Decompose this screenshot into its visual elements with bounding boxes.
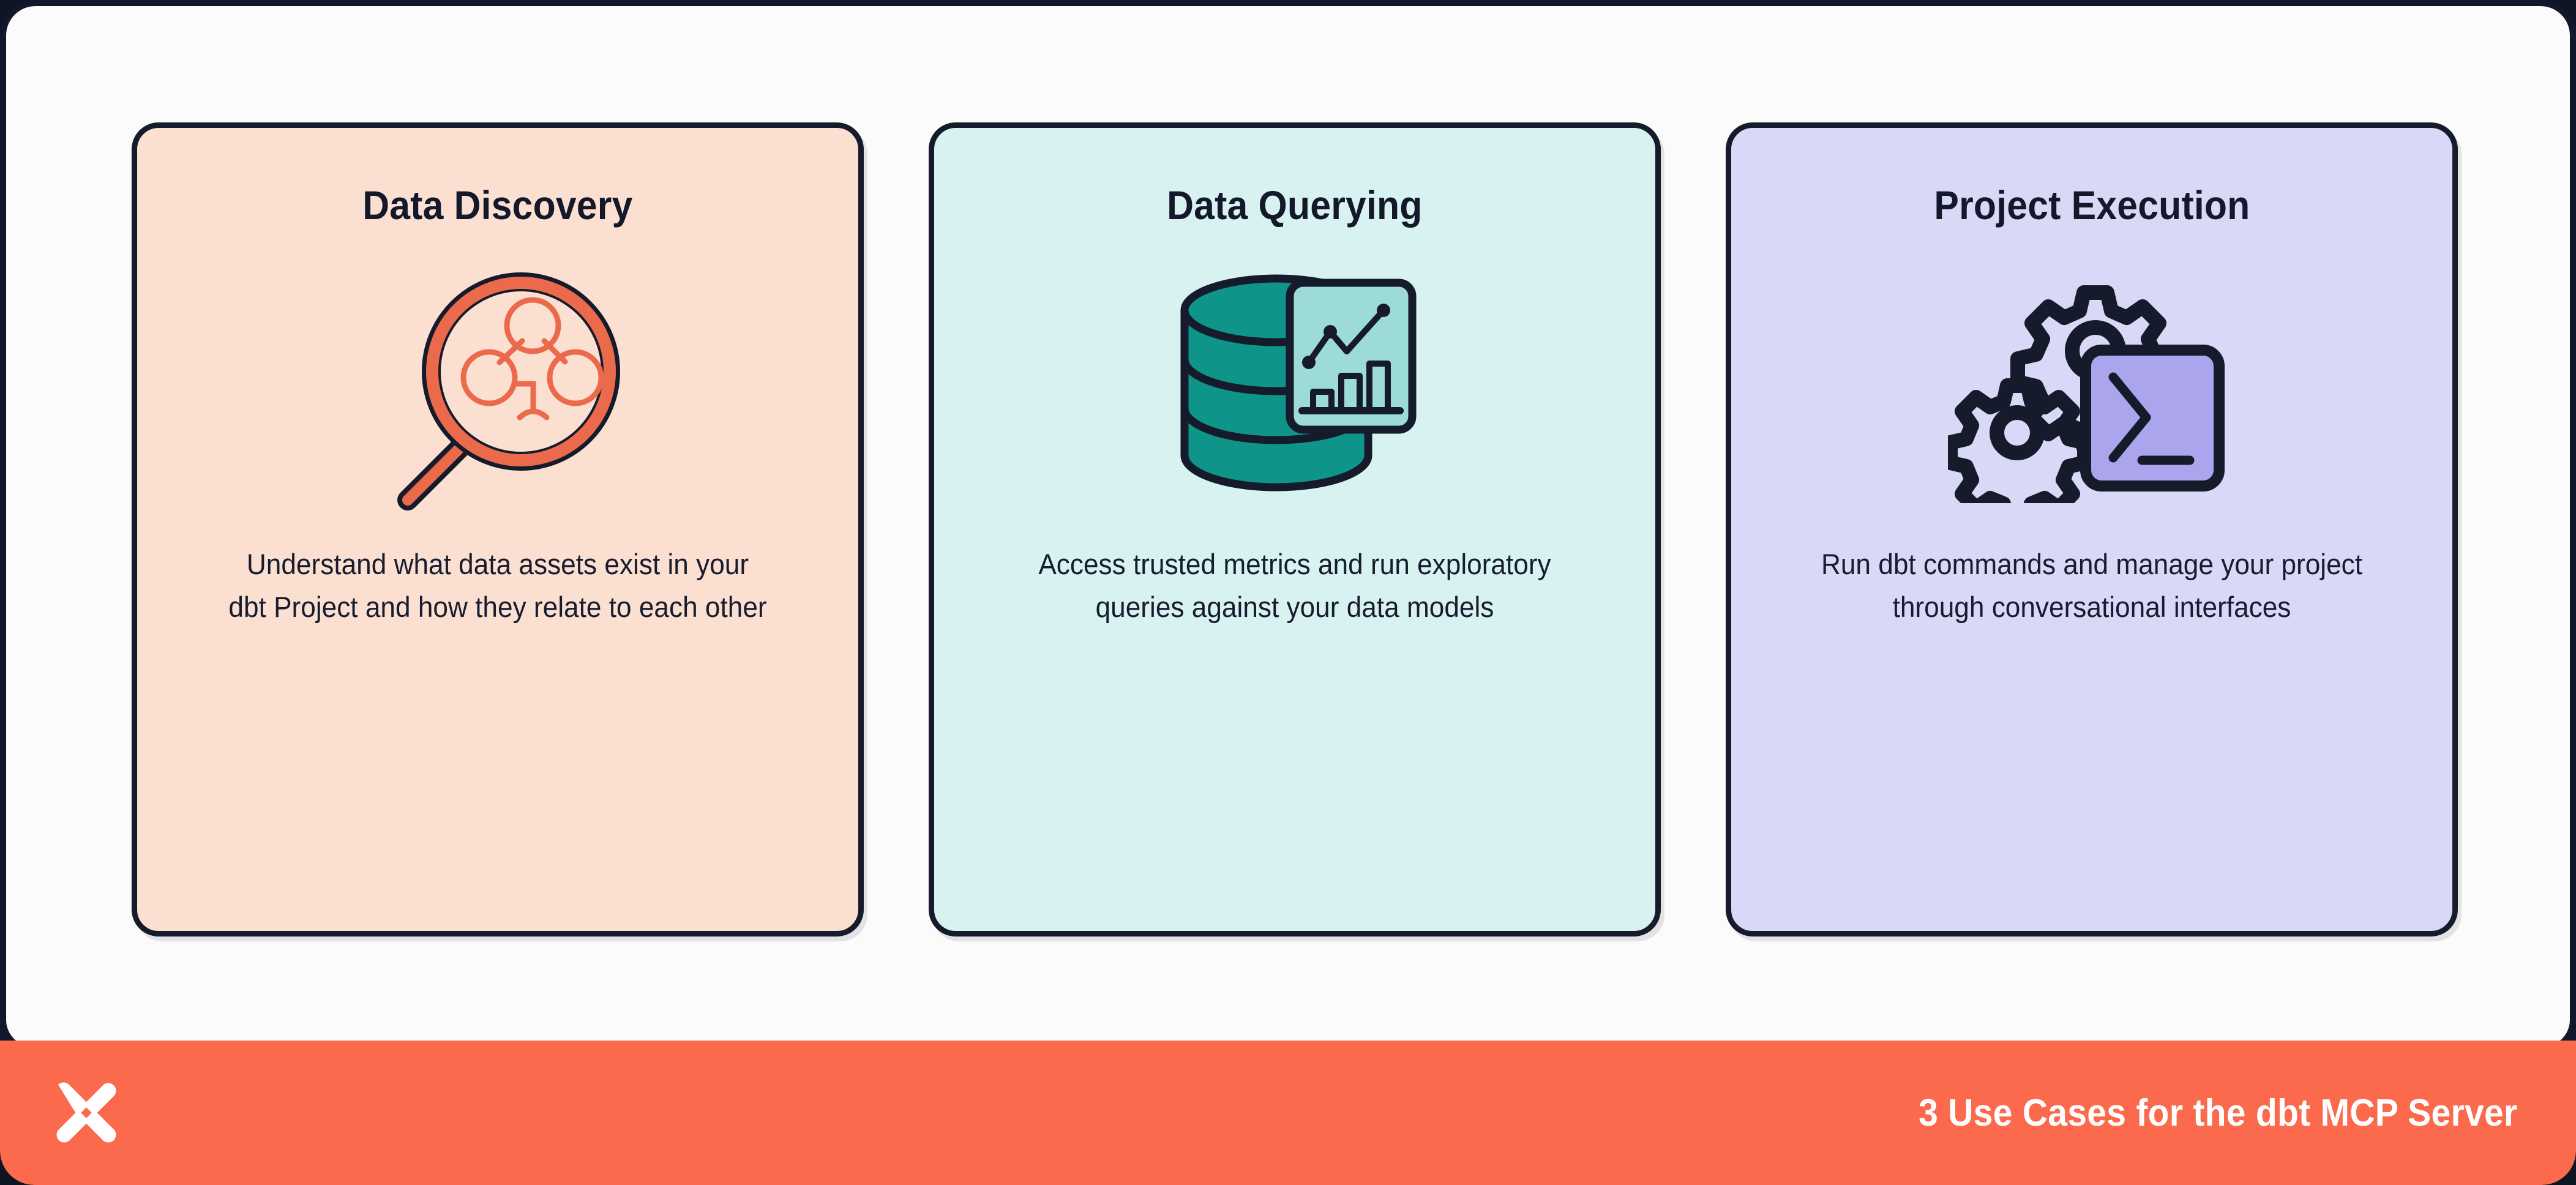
card-title: Project Execution [1933, 182, 2250, 228]
card-title: Data Querying [1167, 182, 1423, 228]
gears-terminal-icon [1731, 249, 2452, 525]
footer-bar: 3 Use Cases for the dbt MCP Server [0, 1041, 2576, 1185]
use-case-card-project-execution[interactable]: Project Execution [1726, 122, 2458, 936]
card-title: Data Discovery [362, 182, 633, 228]
card-description: Understand what data assets exist in you… [228, 548, 767, 623]
card-description: Access trusted metrics and run explorato… [1038, 548, 1551, 623]
use-case-card-data-querying[interactable]: Data Querying [929, 122, 1661, 936]
dbt-logo-icon [56, 1082, 116, 1143]
footer-caption: 3 Use Cases for the dbt MCP Server [1918, 1091, 2517, 1134]
database-chart-icon [934, 249, 1655, 525]
magnifier-lineage-icon [137, 249, 858, 525]
slide-stage: Data Discovery [6, 6, 2570, 1047]
use-case-card-data-discovery[interactable]: Data Discovery [132, 122, 864, 936]
card-description: Run dbt commands and manage your project… [1821, 548, 2363, 623]
use-case-card-row: Data Discovery [132, 122, 2458, 936]
